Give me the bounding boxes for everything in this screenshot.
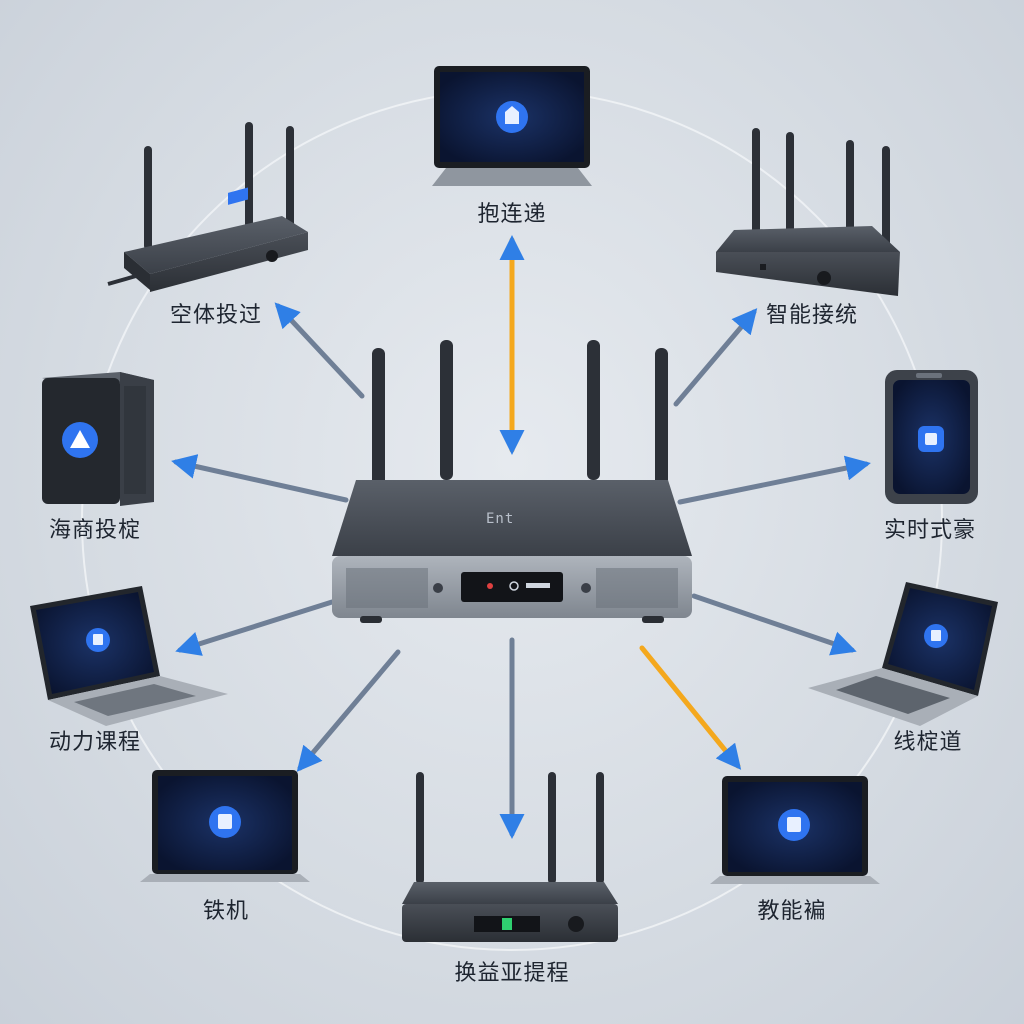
connectors: [171, 235, 871, 839]
arrow-top-left: [274, 302, 365, 399]
arrow-bottom-right: [639, 645, 742, 770]
arrow-mid-left: [175, 599, 335, 656]
label-right: 实时式豪: [883, 518, 977, 543]
node-mid-right-laptop: [808, 582, 998, 726]
label-bottom-left: 铁机: [202, 899, 250, 924]
node-bottom-right-laptop: [710, 776, 880, 884]
central-router: [332, 340, 692, 623]
node-left-server: [42, 372, 154, 506]
label-top-right: 智能接统: [765, 303, 859, 328]
node-top-left-router: [107, 122, 308, 292]
node-top-monitor: [432, 66, 592, 186]
router-antennas: [372, 340, 668, 488]
arrow-bottom-left: [296, 649, 401, 772]
label-bottom-right: 教能褊: [757, 899, 827, 924]
node-mid-left-laptop: [30, 586, 228, 726]
router-status-display: [461, 572, 563, 602]
node-bottom-router: [402, 772, 618, 942]
label-top-left: 空体投过: [169, 303, 263, 328]
arrow-left: [171, 454, 349, 503]
arrow-mid-right: [691, 593, 857, 656]
label-mid-right: 线椗道: [893, 730, 963, 755]
label-left: 海商投椗: [48, 518, 142, 543]
arrow-top-right: [673, 308, 758, 407]
node-top-right-router: [716, 128, 900, 296]
label-mid-left: 动力课程: [48, 730, 142, 755]
label-bottom: 换益亚提程: [454, 961, 570, 986]
label-top: 抱连递: [477, 202, 547, 227]
node-right-tablet: [885, 370, 978, 504]
arrow-right: [677, 455, 871, 505]
hub-brand-mark: Ent: [486, 511, 515, 527]
node-bottom-left-laptop: [140, 770, 310, 882]
